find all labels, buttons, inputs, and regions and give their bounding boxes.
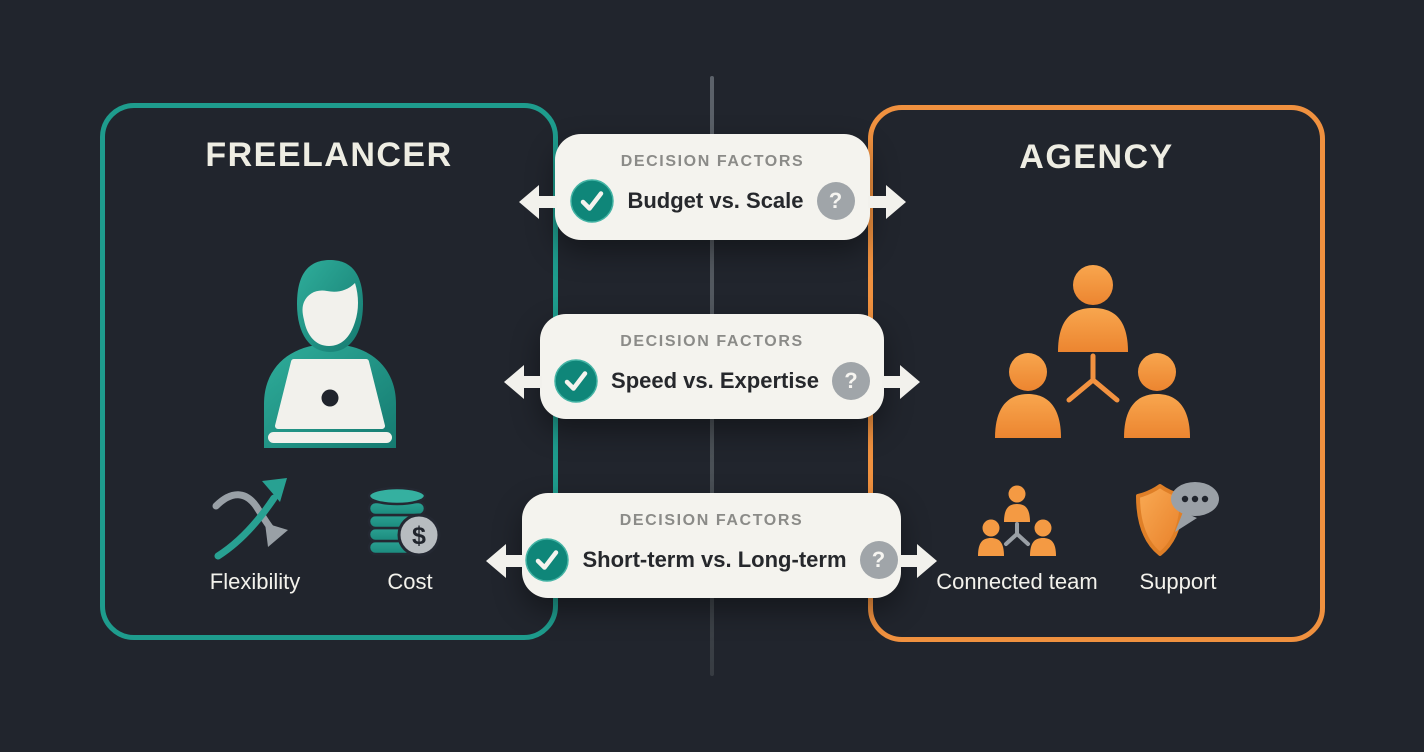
- card-content-row: Speed vs. Expertise ?: [540, 359, 884, 403]
- arrow-left-icon: [519, 185, 557, 219]
- agency-panel-title: AGENCY: [1019, 138, 1174, 176]
- cost-coin-stack-icon: $: [367, 486, 440, 557]
- feature-label: Cost: [387, 569, 433, 594]
- card-eyebrow: DECISION FACTORS: [619, 512, 804, 529]
- feature-label: Connected team: [936, 569, 1098, 594]
- decision-card-speed-vs-expertise: DECISION FACTORS Speed vs. Expertise ?: [504, 314, 920, 419]
- arrow-right-icon: [899, 544, 937, 578]
- arrow-right-icon: [882, 365, 920, 399]
- card-eyebrow: DECISION FACTORS: [620, 153, 805, 170]
- feature-label: Support: [1139, 569, 1217, 594]
- feature-label: Flexibility: [209, 569, 301, 594]
- feature-cost: $ Cost: [335, 483, 485, 595]
- support-shield-chat-icon: [1136, 482, 1219, 556]
- decision-card-budget-vs-scale: DECISION FACTORS Budget vs. Scale ?: [519, 134, 906, 240]
- check-icon: [570, 179, 615, 223]
- arrow-right-icon: [868, 185, 906, 219]
- card-content-row: Short-term vs. Long-term ?: [522, 538, 901, 582]
- person-at-laptop-icon: [264, 260, 396, 448]
- card-title: Short-term vs. Long-term: [582, 547, 847, 572]
- question-mark-icon: ?: [831, 362, 870, 400]
- arrow-left-icon: [486, 544, 524, 578]
- check-icon: [554, 359, 598, 403]
- feature-connected-team: Connected team: [932, 484, 1102, 595]
- question-mark-icon: ?: [816, 182, 855, 220]
- freelancer-panel-title: FREELANCER: [205, 136, 453, 174]
- team-network-icon: [995, 265, 1190, 438]
- arrow-left-icon: [504, 365, 542, 399]
- agency-panel: AGENCY: [868, 105, 1325, 642]
- check-icon: [525, 538, 570, 582]
- card-title: Budget vs. Scale: [627, 188, 804, 213]
- flexibility-crossing-arrows-icon: [212, 478, 288, 560]
- feature-support: Support: [1093, 478, 1263, 595]
- card-eyebrow: DECISION FACTORS: [620, 333, 804, 350]
- question-mark-icon: ?: [859, 541, 898, 579]
- connected-team-icon: [978, 485, 1056, 556]
- feature-flexibility: Flexibility: [180, 478, 330, 595]
- dollar-sign-glyph: $: [412, 522, 426, 550]
- card-content-row: Budget vs. Scale ?: [555, 179, 870, 223]
- decision-card-short-term-vs-long-term: DECISION FACTORS Short-term vs. Long-ter…: [486, 493, 937, 598]
- card-title: Speed vs. Expertise: [611, 368, 819, 393]
